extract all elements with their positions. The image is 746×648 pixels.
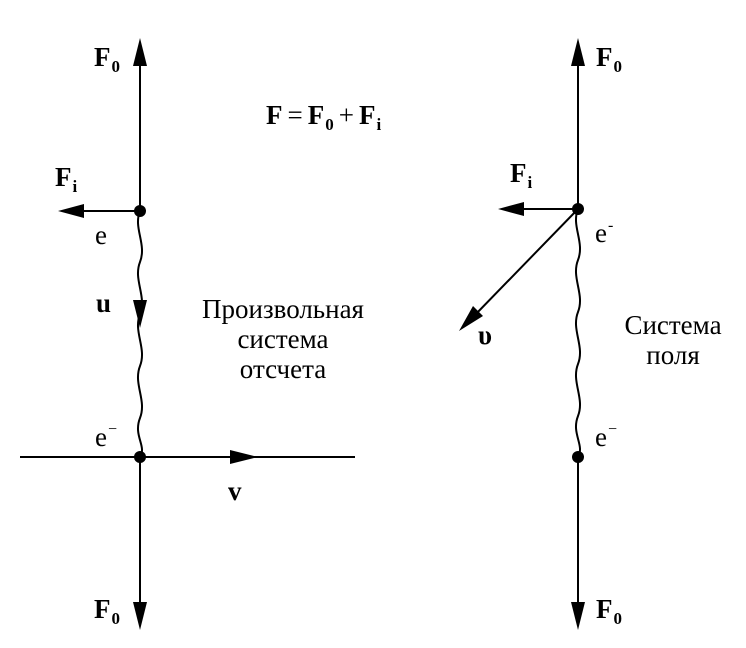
right-f0-top-main: F [596,42,613,72]
left-e-top-label: e [95,222,108,249]
right-f0-top-subscript: 0 [613,57,623,76]
left-f0-bottom-label: F0 [94,594,120,628]
left-caption-line-1: Произвольная [202,294,364,324]
left-u-label: u [96,288,112,318]
left-fi-arrowhead [58,204,84,218]
formula-lhs: F [266,100,283,130]
formula-term-fi: F [358,100,376,130]
left-fi-main: F [55,162,72,192]
left-e-bottom-label: e− [95,421,118,452]
right-upsilon-arrowhead [459,306,483,331]
formula-term-f0: F [307,100,325,130]
left-v-label: v [228,476,242,506]
left-f0-top-label: F0 [94,42,120,76]
left-f0-top-arrowhead [133,38,147,66]
right-e-bottom-superscript: − [607,421,618,438]
left-electron-bottom [134,451,146,463]
right-upsilon-label: υ [478,320,493,350]
right-fi-label: Fi [510,158,532,192]
right-e-top-superscript: - [607,217,614,234]
left-e-bottom-main: e [95,422,107,452]
right-f0-bottom-subscript: 0 [613,609,623,628]
left-frame-drawing [20,38,355,630]
formula-plus: + [338,100,354,130]
formula-term-fi-subscript: i [376,115,382,134]
left-fi-label: Fi [55,162,77,196]
force-sum-formula: F=F0+Fi [266,100,382,134]
right-e-top-label: e- [595,217,614,248]
right-f0-top-label: F0 [596,42,622,76]
right-caption-line-1: Система [624,310,722,340]
left-f0-bottom-arrowhead [133,602,147,630]
right-electron-bottom [572,451,584,463]
formula-equals: = [287,100,303,130]
right-frame-drawing [459,38,585,630]
left-f0-top-subscript: 0 [111,57,121,76]
left-e-top-main: e [95,220,107,250]
right-upsilon-arrow-shaft [473,208,579,317]
right-fi-subscript: i [527,173,533,192]
right-e-top-main: e [595,218,607,248]
left-caption-line-2: система [237,324,329,354]
right-caption: Система поля [606,310,740,370]
right-e-bottom-label: e− [595,421,618,452]
left-electron-top [134,205,146,217]
right-caption-line-2: поля [646,340,700,370]
left-fi-subscript: i [72,177,78,196]
right-wavy-line [575,208,581,458]
right-fi-arrowhead [498,202,524,216]
left-f0-top-main: F [94,42,111,72]
left-caption: Произвольная система отсчета [178,294,388,384]
left-f0-bottom-main: F [94,594,111,624]
right-f0-bottom-main: F [596,594,613,624]
left-u-arrowhead [133,300,147,328]
right-electron-top [572,203,584,215]
right-f0-bottom-arrowhead [571,602,585,630]
left-wavy-line [137,210,143,458]
right-fi-main: F [510,158,527,188]
left-f0-bottom-subscript: 0 [111,609,121,628]
right-f0-top-arrowhead [571,38,585,66]
left-v-arrowhead [230,450,258,464]
right-f0-bottom-label: F0 [596,594,622,628]
right-e-bottom-main: e [595,422,607,452]
left-caption-line-3: отсчета [239,354,327,384]
left-e-bottom-superscript: − [107,421,118,438]
formula-term-f0-subscript: 0 [325,115,334,134]
